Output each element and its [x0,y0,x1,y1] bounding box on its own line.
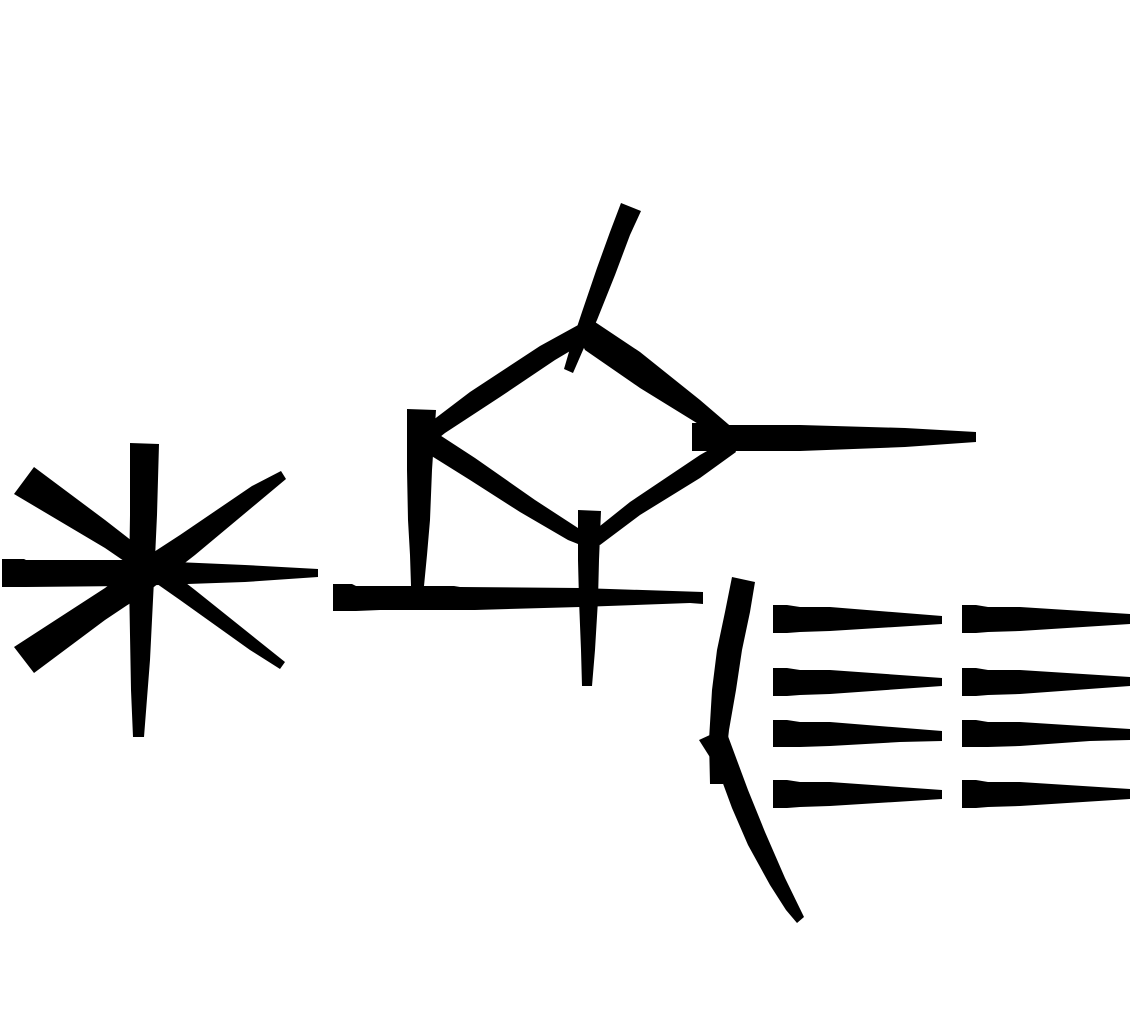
asterisk-diagonal-up-stroke [14,471,286,673]
base-horizontal-stroke [333,584,703,611]
center-vertical-stroke [578,510,601,686]
diamond-lower-left-edge [420,430,596,548]
diamond-upper-left-edge [420,324,592,445]
bar-row2-left [773,668,942,696]
bracket-lower-stroke [699,728,804,923]
bar-row4-left [773,780,942,808]
right-horizontal-stroke [692,423,976,451]
asterisk-glyph [2,443,318,737]
bar-row3-right [962,720,1130,747]
bracket-glyph [699,577,804,923]
bar-row2-right [962,668,1130,696]
left-vertical-stroke [407,409,436,586]
bars-glyph [773,605,1130,808]
diamond-cross-glyph [333,203,976,686]
bar-row4-right [962,780,1130,808]
diamond-upper-right-edge [575,320,735,445]
diamond-lower-right-edge [585,438,736,545]
bar-row1-left [773,605,942,633]
upper-hook-stroke [564,203,641,373]
bar-row3-left [773,720,942,747]
bar-row1-right [962,605,1130,633]
